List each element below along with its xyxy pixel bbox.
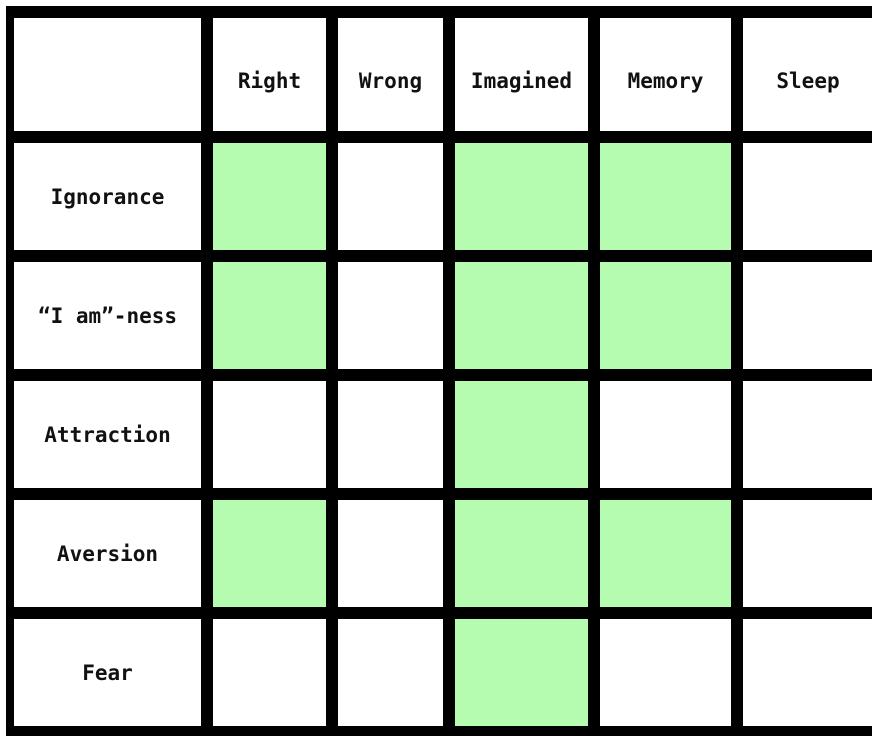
matrix-cell (338, 619, 443, 726)
matrix-cell (338, 500, 443, 607)
matrix-cell (455, 500, 588, 607)
matrix-cell (600, 262, 731, 369)
matrix-cell (743, 500, 873, 607)
matrix-cell (338, 143, 443, 250)
column-header-memory: Memory (600, 18, 731, 131)
row-label-fear: Fear (14, 619, 201, 726)
matrix-cell (455, 143, 588, 250)
column-header-imagined: Imagined (455, 18, 588, 131)
matrix-cell (743, 143, 873, 250)
matrix-cell (455, 619, 588, 726)
matrix-cell (743, 619, 873, 726)
matrix-cell (600, 143, 731, 250)
matrix-cell (338, 381, 443, 488)
row-label-i-am-ness: “I am”-ness (14, 262, 201, 369)
matrix-cell (213, 619, 326, 726)
matrix-cell (213, 262, 326, 369)
column-header-wrong: Wrong (338, 18, 443, 131)
row-label-ignorance: Ignorance (14, 143, 201, 250)
matrix-cell (743, 381, 873, 488)
matrix-cell (213, 500, 326, 607)
matrix-cell (455, 381, 588, 488)
matrix-cell (213, 143, 326, 250)
matrix-cell (213, 381, 326, 488)
row-label-attraction: Attraction (14, 381, 201, 488)
matrix-cell (338, 262, 443, 369)
column-header-right: Right (213, 18, 326, 131)
matrix-cell (743, 262, 873, 369)
row-label-aversion: Aversion (14, 500, 201, 607)
corner-cell (14, 18, 201, 131)
matrix-cell (600, 381, 731, 488)
column-header-sleep: Sleep (743, 18, 873, 131)
matrix-table: Right Wrong Imagined Memory Sleep Ignora… (6, 6, 873, 736)
matrix-cell (600, 619, 731, 726)
matrix-cell (455, 262, 588, 369)
matrix-cell (600, 500, 731, 607)
